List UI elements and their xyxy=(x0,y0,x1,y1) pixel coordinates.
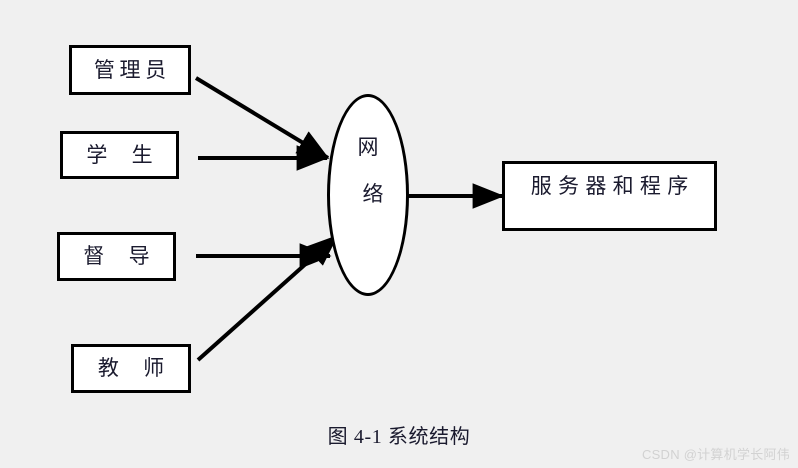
node-network-ellipse: 网 络 xyxy=(327,94,409,296)
node-supervisor: 督 导 xyxy=(57,232,176,281)
connector-admin-to-network xyxy=(194,76,330,160)
node-network-label-line1: 网 xyxy=(357,135,379,159)
node-student-label: 学 生 xyxy=(86,142,158,167)
node-administrator: 管理员 xyxy=(69,45,191,95)
node-teacher-label: 教 师 xyxy=(97,356,169,380)
figure-caption: 图 4-1 系统结构 xyxy=(327,426,471,448)
node-administrator-label: 管理员 xyxy=(93,57,171,82)
csdn-watermark: CSDN @计算机学长阿伟 xyxy=(641,447,790,462)
node-teacher: 教 师 xyxy=(71,344,191,393)
node-server-and-programs-label: 服务器和程序 xyxy=(530,174,695,198)
node-network-label-line2: 络 xyxy=(362,182,384,206)
node-server-and-programs: 服务器和程序 xyxy=(502,161,717,231)
connector-teacher-to-network xyxy=(196,234,339,362)
node-network-label: 网 络 xyxy=(330,137,406,205)
node-supervisor-label: 督 导 xyxy=(83,244,155,268)
node-student: 学 生 xyxy=(60,131,179,179)
